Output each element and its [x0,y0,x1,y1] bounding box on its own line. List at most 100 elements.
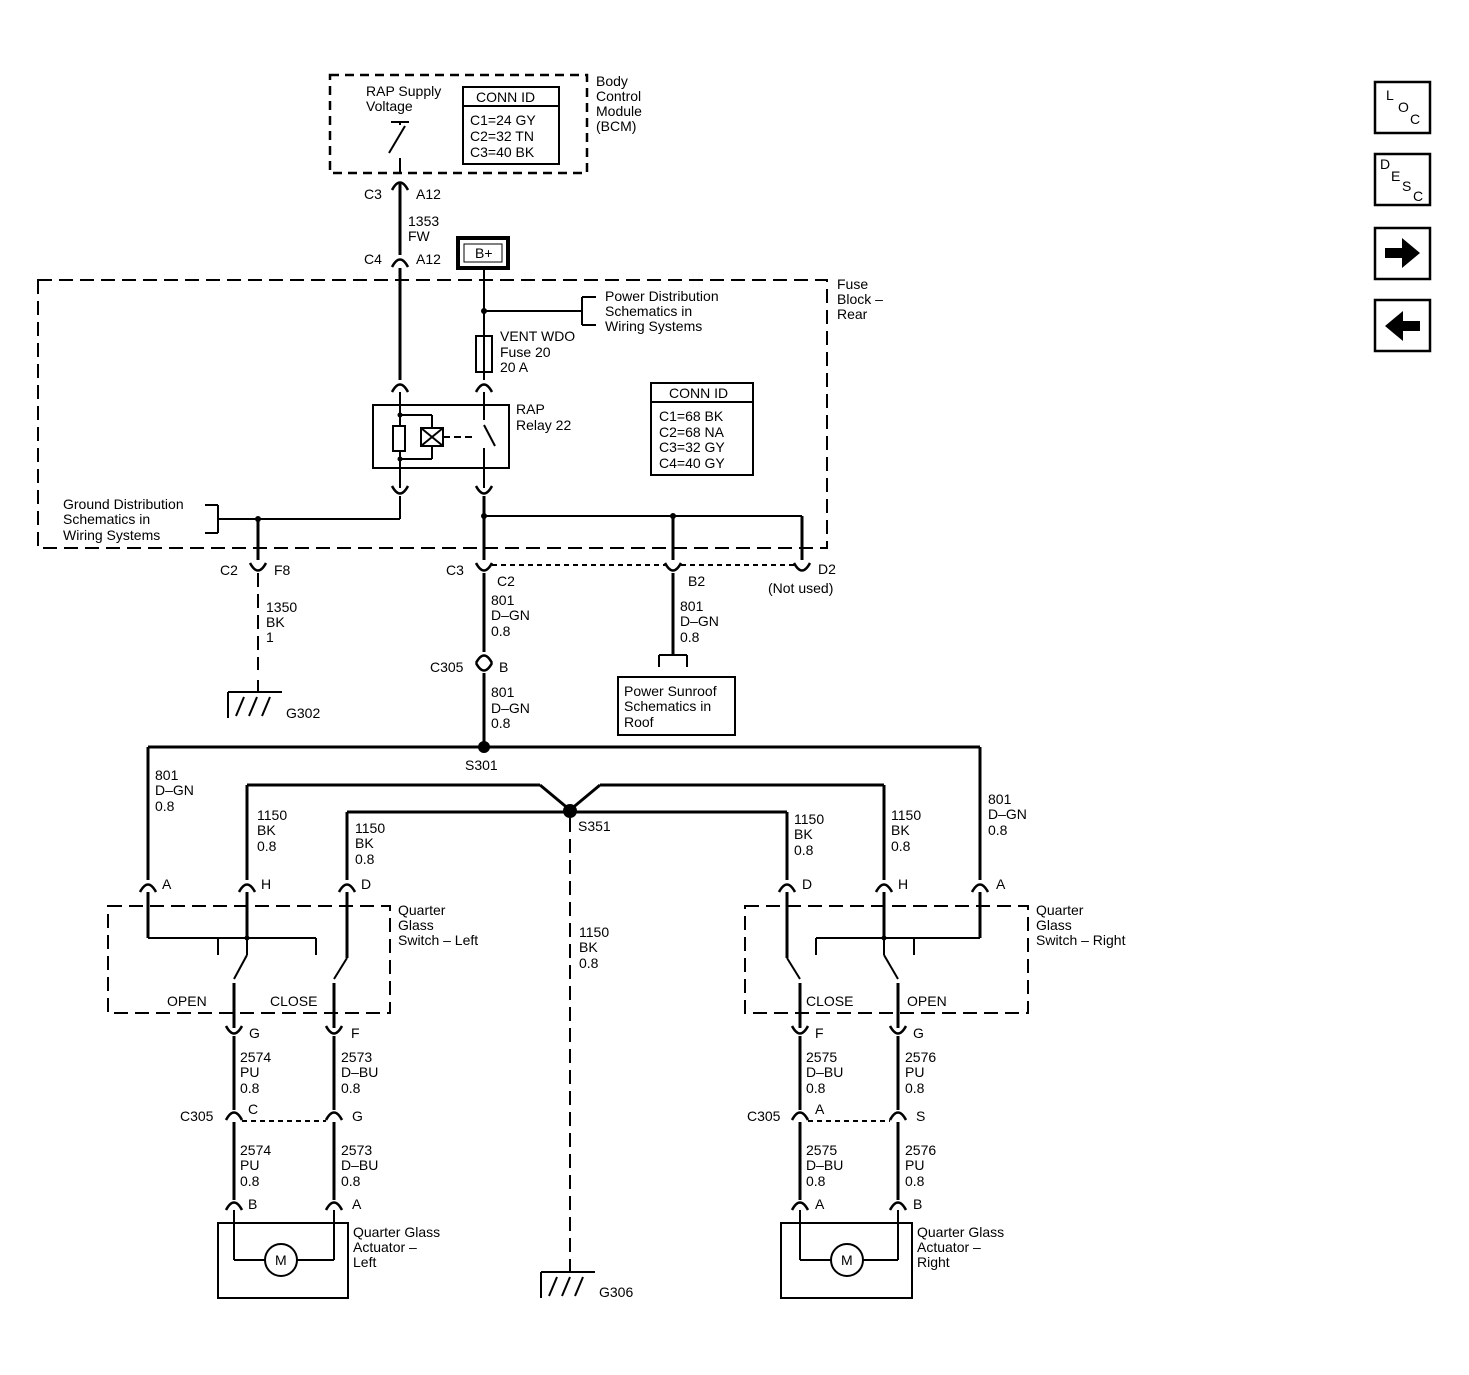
label-bcm-conn-1: C2=32 TN [470,128,534,144]
label-left-w1150h-0: 1150 [257,807,287,823]
label-left-w801-0: 801 [155,767,179,783]
motor-icon: M [830,1243,864,1277]
label-right-w_pu_b-2: 0.8 [905,1173,925,1189]
loc-button[interactable]: L O C [1373,80,1432,135]
label-outputs-s351: S351 [578,818,611,834]
label-bcm_out-circuit-1: FW [408,228,431,244]
connector-c2-f8: C2 F8 [220,562,291,578]
label-fuse_in-pin: A12 [416,251,441,267]
label-fuse_block-name-0: Fuse [837,276,868,292]
label-left-switch_name-0: Quarter [398,902,446,918]
label-outputs-c3_circuit-0: 801 [491,592,515,608]
left-switch-output-pins: G F 2574 PU 0.8 2573 D–BU 0.8 [224,1025,378,1110]
label-right-pin_g: G [913,1025,924,1041]
label-outputs-g306_circuit-2: 0.8 [579,955,599,971]
loc-l: L [1386,87,1394,103]
label-right-motor: M [841,1252,853,1268]
label-outputs-not_used: (Not used) [768,580,833,596]
label-right-act_a: A [815,1196,825,1212]
label-left-w1150h-2: 0.8 [257,838,277,854]
label-right-pin_f: F [815,1025,824,1041]
label-outputs-c2: C2 [220,562,238,578]
label-left-w_bu_a-1: D–BU [341,1064,378,1080]
label-outputs-c3_pin: C2 [497,573,515,589]
right-switch-connector-pins: D H A [777,876,1006,958]
label-fuse_block-relay-0: RAP [516,401,545,417]
label-outputs-g302: G302 [286,705,320,721]
label-right-w_pu_b-1: PU [905,1157,924,1173]
label-outputs-g306: G306 [599,1284,633,1300]
fuse-20: VENT WDO Fuse 20 20 A [475,328,575,375]
label-right-c305: C305 [747,1108,781,1124]
ground-g302: G302 [227,680,320,721]
label-fuse_block-power_ref-0: Power Distribution [605,288,719,304]
rap-relay-22: RAP Relay 22 [372,392,571,488]
label-bcm_out-circuit-0: 1353 [408,213,439,229]
label-right-w801-1: D–GN [988,806,1027,822]
desc-s: S [1402,178,1411,194]
label-fuse_block-conn-0: C1=68 BK [659,408,724,424]
label-outputs-c305: C305 [430,659,464,675]
left-connector-c305: C305 C G 2574 PU 0.8 2573 D–BU 0.8 [180,1101,378,1200]
label-fuse_block-ground_ref-2: Wiring Systems [63,527,160,543]
label-right-w_bu_b-1: D–BU [806,1157,843,1173]
label-bcm-rap_label-0: RAP Supply [366,83,441,99]
label-bcm-name-2: Module [596,103,642,119]
label-bcm_out-pin: A12 [416,186,441,202]
battery-positive-box: B+ [456,236,510,270]
label-right-w_bu_a-1: D–BU [806,1064,843,1080]
label-right-close: CLOSE [806,993,853,1009]
label-left-c305: C305 [180,1108,214,1124]
label-right-w1150h-2: 0.8 [891,838,911,854]
label-right-w_pu_a-0: 2576 [905,1049,936,1065]
label-left-w1150d-0: 1150 [355,820,385,836]
desc-e: E [1391,168,1400,184]
label-right-switch_name-0: Quarter [1036,902,1084,918]
label-fuse_block-fuse-1: Fuse 20 [500,344,551,360]
label-right-w1150d-1: BK [794,826,813,842]
bcm-connector-c3-a12: C3 A12 1353 FW [364,181,441,255]
splice-s351: S351 [245,783,886,880]
label-outputs-b2_circuit-2: 0.8 [680,629,700,645]
label-outputs-d2: D2 [818,561,836,577]
desc-button[interactable]: D E S C [1373,152,1432,207]
label-right-actuator-2: Right [917,1254,950,1270]
label-bcm-conn-2: C3=40 BK [470,144,535,160]
prev-button[interactable] [1373,298,1432,353]
label-fuse_block-conn_title: CONN ID [669,385,728,401]
label-left-c305_c: C [248,1101,258,1117]
label-right-c305_a: A [815,1101,825,1117]
label-left-w801-2: 0.8 [155,798,175,814]
right-switch-output-pins: F G 2575 D–BU 0.8 2576 PU 0.8 [790,1025,936,1110]
label-left-act_b: B [248,1196,257,1212]
label-fuse_block-relay-1: Relay 22 [516,417,571,433]
connector-c3-c2: C3 C2 [446,562,515,589]
label-outputs-b2_circuit-1: D–GN [680,613,719,629]
label-outputs-sunroof_ref-1: Schematics in [624,698,711,714]
right-wire-labels: 1150 BK 0.8 1150 BK 0.8 801 D–GN 0.8 [794,791,1027,858]
arrow-right-icon [1385,238,1420,268]
label-outputs-g306_circuit-1: BK [579,939,598,955]
next-button[interactable] [1373,226,1432,281]
wire-801-to-sunroof: 801 D–GN 0.8 [658,573,719,667]
label-right-w_bu_b-2: 0.8 [806,1173,826,1189]
label-right-w_pu_a-1: PU [905,1064,924,1080]
motor-icon: M [264,1243,298,1277]
label-bcm_out-conn: C3 [364,186,382,202]
label-fuse_block-conn-3: C4=40 GY [659,455,725,471]
label-left-w801-1: D–GN [155,782,194,798]
label-bcm-conn_title: CONN ID [476,89,535,105]
label-outputs-ground_circuit-1: BK [266,614,285,630]
ground-g306: G306 [540,1262,633,1300]
label-fuse_block-power_ref-1: Schematics in [605,303,692,319]
label-fuse_block-name-2: Rear [837,306,868,322]
label-fuse_block-power_ref-2: Wiring Systems [605,318,702,334]
label-left-w1150h-1: BK [257,822,276,838]
desc-c: C [1413,188,1423,204]
label-bcm-conn-0: C1=24 GY [470,112,536,128]
label-outputs-c305_circuit-1: D–GN [491,700,530,716]
label-left-actuator-0: Quarter Glass [353,1224,440,1240]
label-left-actuator-1: Actuator – [353,1239,417,1255]
label-right-c305_s: S [916,1108,925,1124]
ground-wire-1350: 1350 BK 1 [257,573,297,670]
